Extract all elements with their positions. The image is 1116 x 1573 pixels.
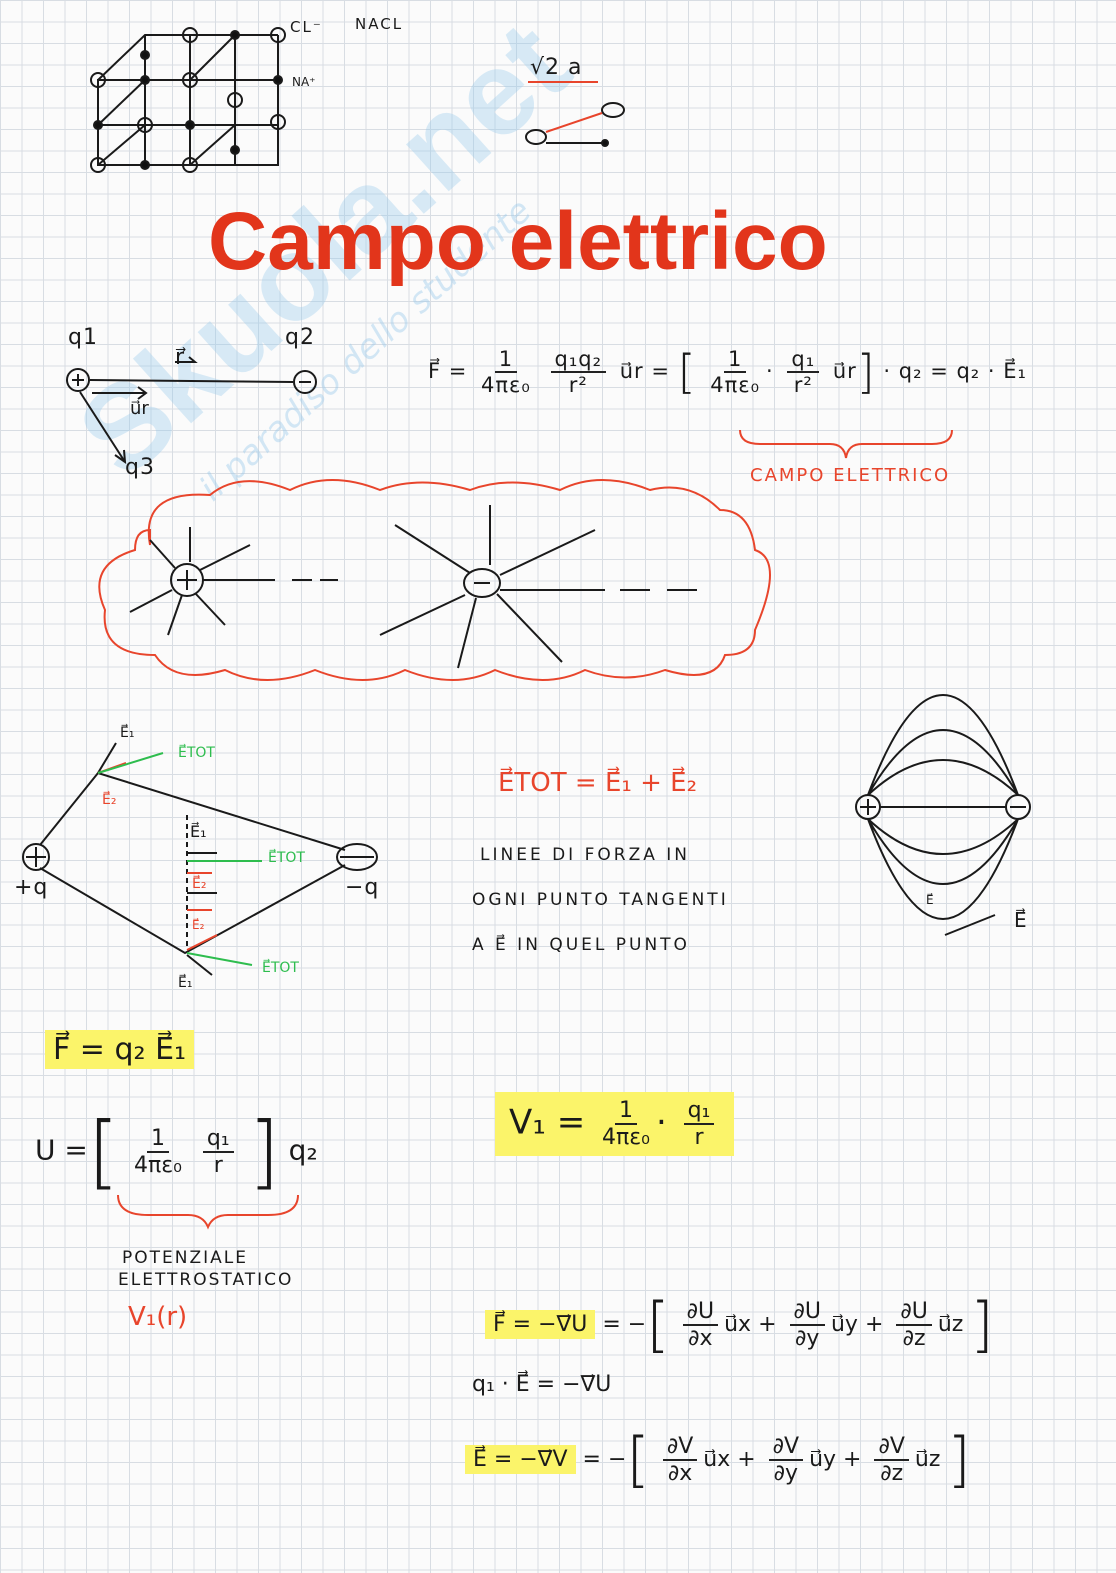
e1-top: E⃗₁ [120,725,135,741]
brace-potenziale [117,1194,299,1230]
distance-sketch [525,81,625,147]
nacl-crystal [90,27,286,173]
e2-mid: E⃗₂ [192,876,207,892]
dipole-diagram [22,742,378,976]
minus-q-label: −q [345,875,380,900]
etot-formula: E⃗TOT = E⃗₁ + E⃗₂ [498,768,697,798]
q2-label: q2 [285,325,315,350]
etot-top: E⃗TOT [178,745,215,761]
e2-top: E⃗₂ [102,792,117,808]
distance-label: √2 a [530,55,583,80]
force-formula: F⃗ = q₂ E⃗₁ [45,1030,195,1069]
etot-mid: E⃗TOT [268,850,305,866]
potenziale-label: POTENZIALE [122,1248,248,1268]
field-e-big: E⃗ [1014,908,1027,932]
plus-q-label: +q [14,875,49,900]
page-title: Campo elettrico [208,196,828,287]
elettrostatico-label: ELETTROSTATICO [118,1270,294,1290]
nacl-title: NACL [355,15,404,33]
coulomb-diagram [66,356,317,465]
na-label: NA⁺ [292,75,316,89]
dipole-field-lines [855,694,1031,936]
r-label: r⃗ [175,345,186,370]
brace-campo [739,429,953,459]
e1-bottom: E⃗₁ [178,975,193,991]
cloud [98,479,771,681]
cl-label: CL⁻ [290,18,323,36]
q3-label: q3 [125,455,155,480]
q1-label: q1 [68,325,98,350]
etot-bottom: E⃗TOT [262,960,299,976]
e1-mid: E⃗₁ [190,822,207,841]
ur-label: u⃗r [130,398,149,419]
v1-r-label: V₁(r) [128,1302,188,1332]
field-e-small: E⃗ [926,893,934,907]
field-lines-charges [129,505,697,669]
campo-elettrico-label: CAMPO ELETTRICO [750,465,951,486]
charge-gradient-formula: q₁ · E⃗ = −∇⃗U [472,1372,612,1397]
e2-bottom: E⃗₂ [192,918,205,932]
note-line-2: OGNI PUNTO TANGENTI [472,890,729,910]
note-line-3: A E⃗ IN QUEL PUNTO [472,935,690,955]
note-line-1: LINEE DI FORZA IN [480,845,690,865]
